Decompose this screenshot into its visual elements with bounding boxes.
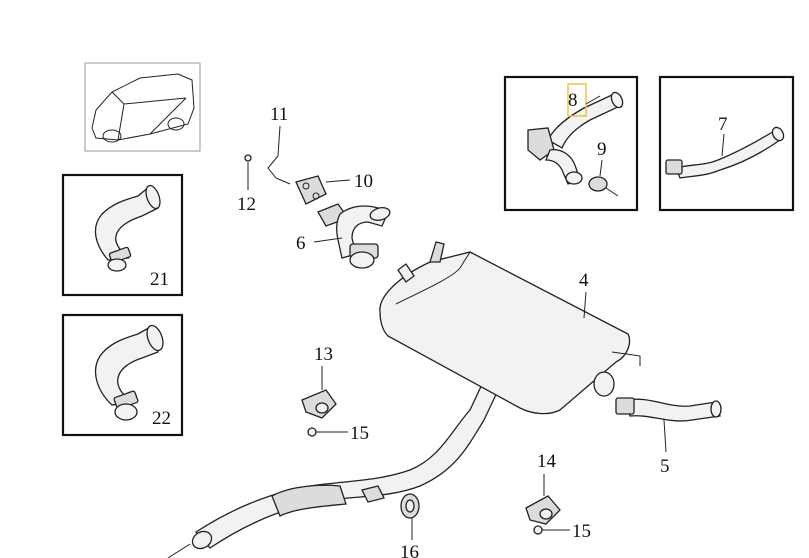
bracket-11-12[interactable]: 11 12 — [237, 104, 291, 215]
rubber-mount-16[interactable]: 16 — [361, 485, 420, 558]
inset-part-22[interactable]: 22 — [61, 313, 184, 437]
label-6: 6 — [296, 233, 306, 254]
label-21: 21 — [150, 269, 169, 290]
vehicle-thumbnail[interactable] — [84, 62, 201, 152]
front-pipe-6[interactable]: 6 — [296, 203, 391, 269]
inset-part-21[interactable]: 21 — [61, 173, 184, 297]
flange-10[interactable]: 10 — [295, 171, 373, 205]
label-11: 11 — [270, 104, 288, 125]
inset-part-7[interactable]: 7 — [658, 75, 795, 212]
label-9: 9 — [597, 139, 607, 160]
label-10: 10 — [354, 171, 373, 192]
rear-muffler-4[interactable]: 4 — [379, 241, 641, 415]
label-16: 16 — [400, 542, 419, 558]
tail-pipe-5[interactable]: 5 — [615, 397, 722, 477]
bolt-15-a[interactable]: 15 — [307, 423, 369, 444]
label-7: 7 — [718, 114, 728, 135]
label-8: 8 — [568, 90, 578, 111]
bolt-15-b[interactable]: 15 — [533, 521, 591, 542]
highlight-box-8 — [567, 83, 587, 117]
label-15a: 15 — [350, 423, 369, 444]
hanger-13[interactable]: 13 — [301, 344, 337, 419]
label-14: 14 — [537, 451, 557, 472]
label-12: 12 — [237, 194, 256, 215]
label-15b: 15 — [572, 521, 591, 542]
label-4: 4 — [579, 270, 589, 291]
label-13: 13 — [314, 344, 333, 365]
label-22: 22 — [152, 408, 171, 429]
inset-part-8-9[interactable]: 8 9 — [503, 75, 639, 212]
hanger-14[interactable]: 14 — [525, 451, 561, 525]
label-5: 5 — [660, 456, 670, 477]
